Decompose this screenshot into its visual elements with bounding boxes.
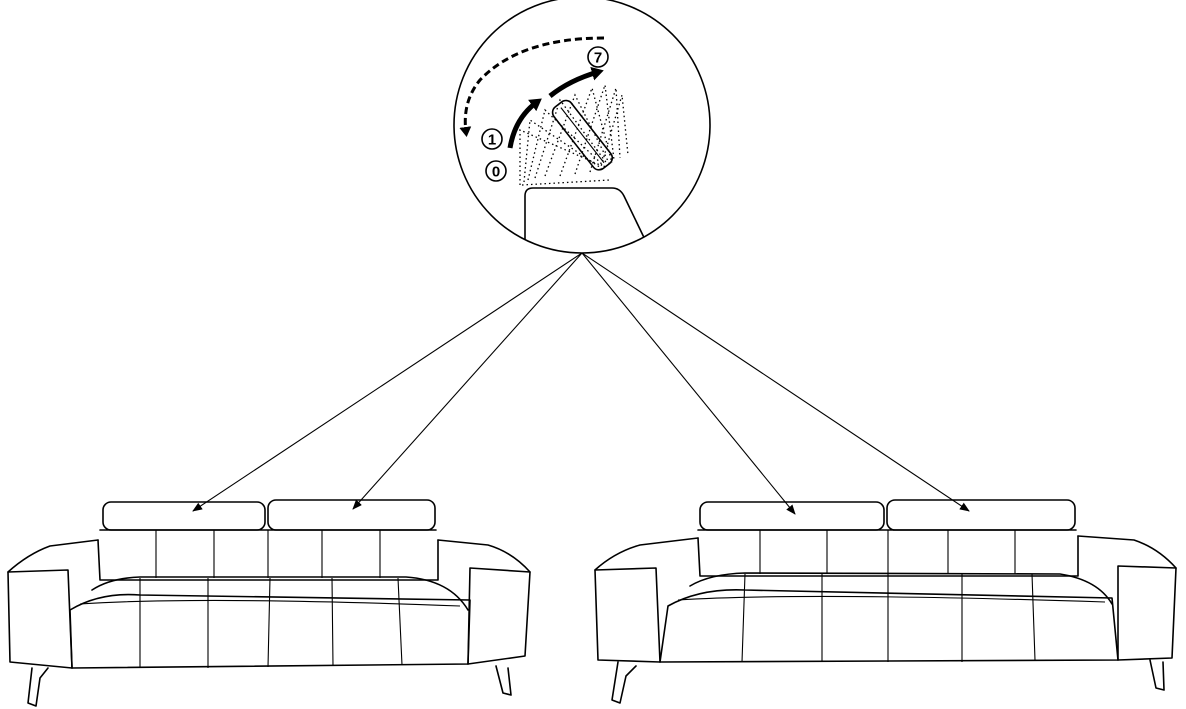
detail-circle: 7 1 0 <box>454 0 710 260</box>
magnifier-outline <box>454 0 710 253</box>
sofa-leg <box>1150 660 1164 690</box>
pointer-lines <box>193 253 969 514</box>
intermediate-positions <box>520 85 628 185</box>
position-label-1: 1 <box>488 132 496 149</box>
seat-front <box>70 595 470 668</box>
adjust-arrow-upper <box>550 72 598 96</box>
position-label-0: 0 <box>492 164 500 181</box>
position-label-7: 7 <box>594 50 602 67</box>
sofa-arm-right <box>438 540 530 664</box>
pointer-left-sofa-headrest-1 <box>193 253 582 511</box>
adjust-arrow-lower <box>510 102 537 148</box>
headrest <box>103 502 265 530</box>
sofa-leg <box>496 666 511 695</box>
headrest <box>887 500 1075 530</box>
position-badge-1: 1 <box>482 129 502 149</box>
backrest-top <box>525 188 650 260</box>
position-badge-7: 7 <box>588 47 608 67</box>
pointer-right-sofa-headrest-1 <box>582 253 795 514</box>
pointer-left-sofa-headrest-2 <box>353 253 582 509</box>
position-badge-0: 0 <box>486 161 506 181</box>
sofa-left <box>8 500 530 706</box>
sofa-leg <box>612 662 636 703</box>
headrest <box>268 500 435 530</box>
sofa-leg <box>28 668 48 706</box>
pointer-right-sofa-headrest-2 <box>582 253 969 511</box>
sofa-right <box>595 500 1176 703</box>
headrest <box>700 502 884 530</box>
